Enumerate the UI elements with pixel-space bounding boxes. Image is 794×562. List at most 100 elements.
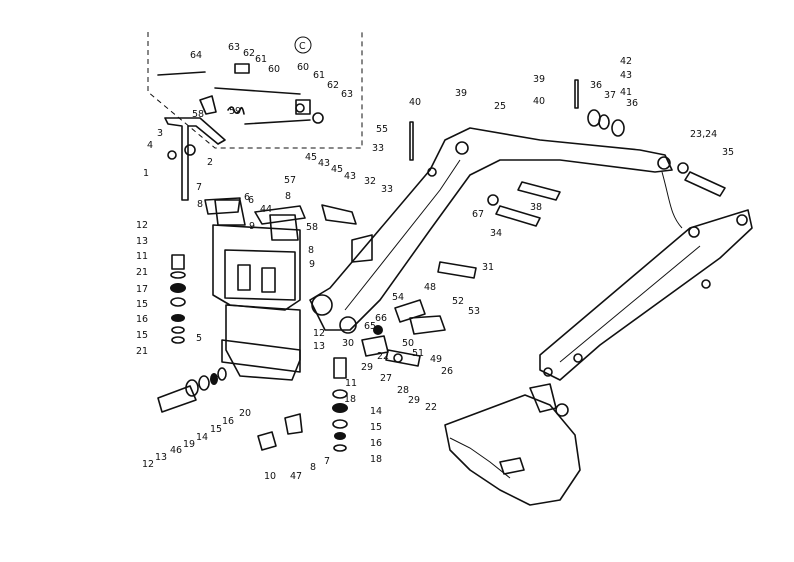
- washer-18b: [333, 444, 347, 452]
- callout-20: 20: [239, 408, 251, 419]
- callout-12a: 12: [136, 220, 148, 231]
- callout-60b: 60: [297, 62, 309, 73]
- callout-40b: 40: [533, 96, 545, 107]
- callout-16b: 16: [370, 438, 382, 449]
- upper-bearing-stack: [170, 254, 186, 344]
- bucket-assembly: [444, 383, 581, 506]
- callout-40a: 40: [409, 97, 421, 108]
- pin-38: [517, 181, 561, 201]
- inset-marker-circle: [294, 36, 312, 54]
- tower-plate-front: [224, 249, 296, 301]
- callout-57: 57: [284, 175, 296, 186]
- washer-20: [217, 367, 227, 381]
- dipper-pivot-upper: [736, 214, 748, 226]
- callout-67: 67: [472, 209, 484, 220]
- dipper-stick-assembly: [539, 171, 753, 381]
- callout-5: 5: [196, 333, 202, 344]
- callout-21a: 21: [136, 267, 148, 278]
- callout-8c: 8: [308, 245, 314, 256]
- callout-38: 38: [530, 202, 542, 213]
- callout-26: 26: [441, 366, 453, 377]
- boom-pivot-lower-inner: [339, 316, 357, 334]
- inset-rod-lower: [244, 119, 311, 125]
- seal-16b: [334, 432, 346, 440]
- callout-18b: 18: [370, 454, 382, 465]
- tower-upper-bracket-left: [214, 199, 246, 226]
- callout-31: 31: [482, 262, 494, 273]
- washer-15b: [171, 326, 185, 334]
- callout-43a: 43: [318, 158, 330, 169]
- callout-6b: 6: [244, 192, 250, 203]
- bucket-pin: [555, 403, 569, 417]
- callout-39b: 39: [533, 74, 545, 85]
- inset-washer: [295, 103, 305, 113]
- boom-pins: [409, 79, 726, 279]
- washer-14b: [185, 379, 199, 397]
- pin-35: [684, 171, 726, 197]
- callout-8a: 8: [197, 199, 203, 210]
- tower-slot-left: [237, 264, 251, 291]
- bucket-teeth-edge: [449, 437, 511, 479]
- callout-2324: 23,24: [690, 129, 717, 140]
- callout-9a: 9: [249, 221, 255, 232]
- callout-46: 46: [170, 445, 182, 456]
- callout-42: 42: [620, 56, 632, 67]
- callout-34: 34: [490, 228, 502, 239]
- callout-35: 35: [722, 147, 734, 158]
- callout-43c: 43: [620, 70, 632, 81]
- pin-34: [495, 205, 541, 227]
- bearing-14a: [332, 403, 348, 413]
- inset-detail-c: C: [147, 32, 363, 149]
- washer-15c: [332, 419, 348, 429]
- dipper-stick: [539, 209, 753, 381]
- callout-45a: 45: [305, 152, 317, 163]
- link-48: [394, 299, 426, 323]
- callout-15a: 15: [136, 299, 148, 310]
- callout-36a: 36: [590, 80, 602, 91]
- tower-frame: [212, 224, 301, 311]
- callout-60a: 60: [268, 64, 280, 75]
- lever-washer: [167, 150, 177, 160]
- link-52: [409, 315, 446, 335]
- callout-66: 66: [375, 313, 387, 324]
- callout-2: 2: [207, 157, 213, 168]
- callout-16a: 16: [136, 314, 148, 325]
- pin-46: [157, 385, 197, 413]
- lever-pivot: [184, 144, 196, 156]
- inset-rod-middle: [214, 87, 301, 95]
- tower-upper-bracket-right: [269, 214, 299, 241]
- bucket-tooth: [499, 457, 525, 475]
- swing-tower-assembly: [204, 197, 306, 381]
- inset-border: [147, 32, 363, 149]
- callout-30: 30: [342, 338, 354, 349]
- callout-8b: 8: [285, 191, 291, 202]
- bracket-58: [254, 205, 306, 225]
- callout-7a: 7: [196, 182, 202, 193]
- callout-13c: 13: [155, 452, 167, 463]
- boom-tip-pivot: [657, 156, 671, 170]
- callout-59: 59: [229, 106, 241, 117]
- callout-15b: 15: [136, 330, 148, 341]
- boom-assembly: [309, 127, 673, 334]
- callout-43b: 43: [344, 171, 356, 182]
- bracket-6a: [204, 197, 241, 215]
- callout-11b: 11: [345, 378, 357, 389]
- callout-8d: 8: [310, 462, 316, 473]
- bushing-66: [373, 325, 383, 335]
- inset-pin: [312, 112, 324, 124]
- callout-17: 17: [136, 284, 148, 295]
- callout-33b: 33: [372, 143, 384, 154]
- pin-55: [409, 121, 414, 161]
- callout-58a: 58: [192, 109, 204, 120]
- callout-61a: 61: [255, 54, 267, 65]
- callout-54: 54: [392, 292, 404, 303]
- dipper-pivot-mid: [701, 279, 711, 289]
- callout-10: 10: [264, 471, 276, 482]
- callout-6a: 6: [248, 195, 254, 206]
- control-lever: [164, 117, 226, 201]
- callout-7b: 7: [324, 456, 330, 467]
- callout-36b: 36: [626, 98, 638, 109]
- callout-33a: 33: [381, 184, 393, 195]
- inset-spring: [227, 106, 245, 115]
